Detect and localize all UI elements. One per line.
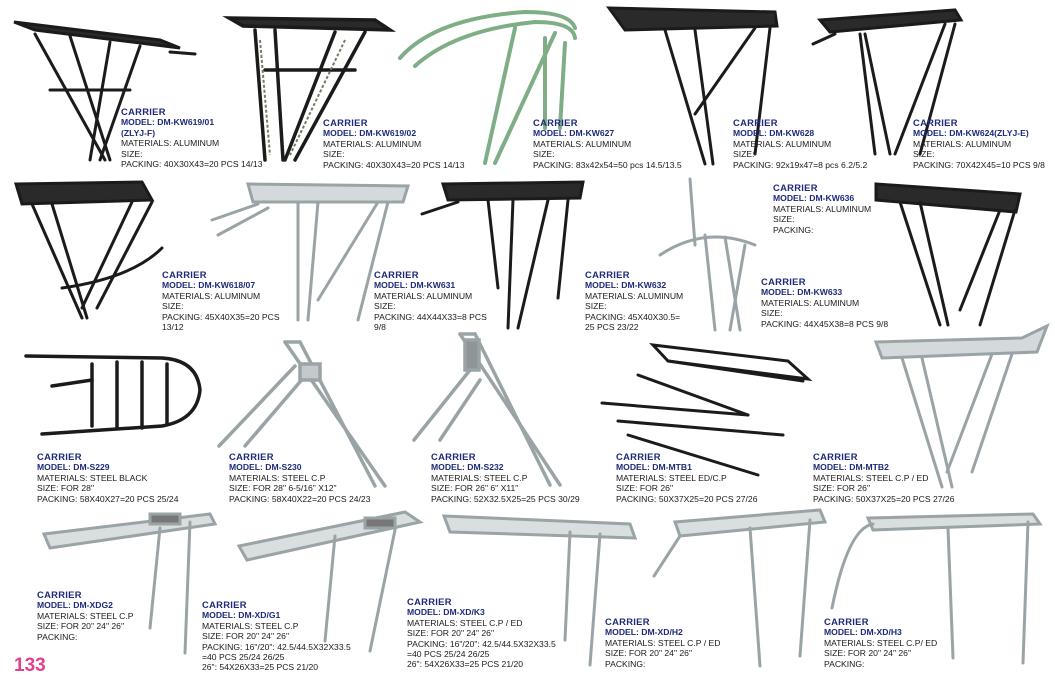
rack-image [12,178,172,328]
product-caption: CARRIER MODEL: DM-KW631 MATERIALS: ALUMI… [374,269,487,333]
product-caption: CARRIER MODEL: DM-S232 MATERIALS: STEEL … [431,451,580,504]
rack-image [598,335,813,480]
rack-image [440,510,640,670]
rack-image [605,4,785,166]
rack-image [395,8,585,168]
rack-image [410,330,570,490]
rack-kw628-image [606,6,779,166]
product-caption: CARRIER MODEL: DM-KW619/01 (ZLYJ-F) MATE… [121,106,263,170]
rack-kw627-image [398,9,577,165]
rack-image [22,350,207,445]
rack-image [650,506,830,671]
product-caption: CARRIER MODEL: DM-S230 MATERIALS: STEEL … [229,451,371,504]
product-caption: CARRIER MODEL: DM-KW627 MATERIALS: ALUMI… [533,117,682,170]
rack-image [10,10,197,170]
rack-xd-g1-image [236,510,424,653]
rack-image [208,180,411,330]
product-caption: CARRIER MODEL: DM-XD/H3 MATERIALS: STEEL… [824,616,938,669]
rack-mtb1-image [600,343,813,477]
rack-kw619-01-image [13,20,197,162]
product-caption: CARRIER MODEL: DM-KW619/02 MATERIALS: AL… [323,117,465,170]
rack-mtb2-image [873,323,1050,489]
product-caption: CARRIER MODEL: DM-XD/K3 MATERIALS: STEEL… [407,596,556,670]
rack-image [222,10,397,170]
rack-image [828,508,1046,668]
rack-image [870,180,1050,330]
rack-image [805,4,965,164]
rack-kw619-02-image [222,16,397,162]
rack-s229-image [24,354,202,436]
product-caption: CARRIER MODEL: DM-MTB2 MATERIALS: STEEL … [813,451,955,504]
rack-s230-image [217,340,387,488]
rack-kw631-image [210,182,411,322]
rack-image [40,508,220,658]
rack-s232-image [412,332,562,487]
product-caption: CARRIER MODEL: DM-XDG2 MATERIALS: STEEL … [37,589,134,642]
page-number: 133 [14,655,46,676]
rack-kw632-image [420,180,585,330]
product-caption: CARRIER MODEL: DM-KW633 MATERIALS: ALUMI… [761,276,889,329]
rack-kw618-07-image [13,180,164,320]
rack-image [418,178,588,338]
rack-xd-h3-image [830,512,1043,665]
product-caption: CARRIER MODEL: DM-XD/G1 MATERIALS: STEEL… [202,599,351,673]
rack-kw633-image [874,182,1022,327]
rack-xd-k3-image [441,514,638,667]
rack-kw636-image [658,177,757,332]
product-caption: CARRIER MODEL: DM-XD/H2 MATERIALS: STEEL… [605,616,721,669]
rack-image [872,322,1052,492]
rack-image [215,336,390,491]
product-caption: CARRIER MODEL: DM-KW624(ZLYJ-E) MATERIAL… [913,117,1045,170]
rack-xd-h2-image [652,508,828,668]
product-caption: CARRIER MODEL: DM-KW636 MATERIALS: ALUMI… [773,182,872,235]
product-caption: CARRIER MODEL: DM-KW628 MATERIALS: ALUMI… [733,117,868,170]
rack-kw624-image [811,8,964,156]
product-caption: CARRIER MODEL: DM-KW618/07 MATERIALS: AL… [162,269,280,333]
product-caption: CARRIER MODEL: DM-MTB1 MATERIALS: STEEL … [616,451,758,504]
rack-image [235,506,425,656]
rack-xdg2-image [41,512,218,655]
product-caption: CARRIER MODEL: DM-S229 MATERIALS: STEEL … [37,451,179,504]
rack-image [655,175,765,335]
product-caption: CARRIER MODEL: DM-KW632 MATERIALS: ALUMI… [585,269,684,333]
